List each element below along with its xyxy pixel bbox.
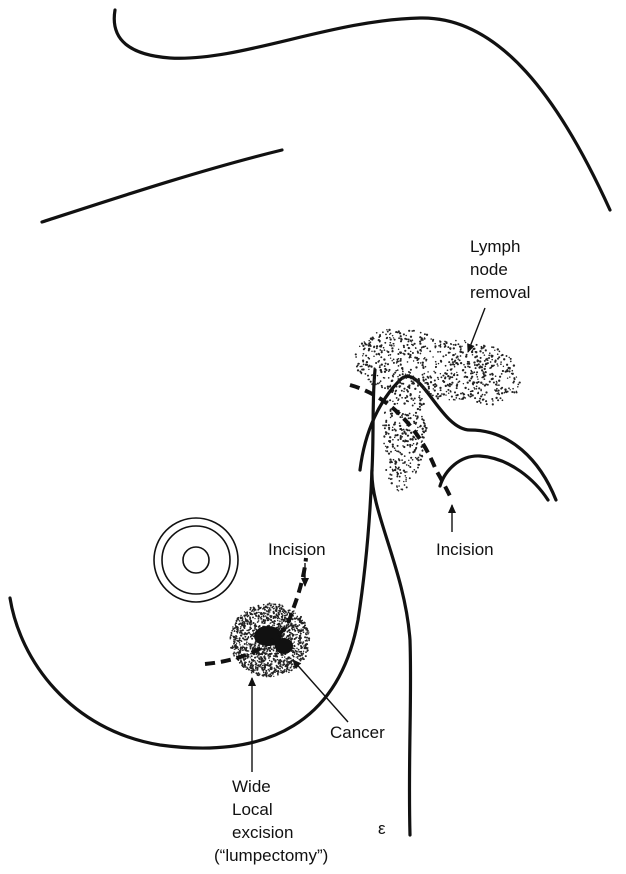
- nipple: [183, 547, 209, 573]
- label-lymph-line-3: removal: [470, 283, 530, 302]
- label-cancer: Cancer: [330, 723, 385, 742]
- artist-signature: ε: [378, 819, 386, 838]
- label-excision-line-3: excision: [232, 823, 293, 842]
- cancer-mass-lobe: [275, 638, 293, 654]
- label-lymph-line-2: node: [470, 260, 508, 279]
- label-excision-line-4: (“lumpectomy”): [214, 846, 328, 865]
- cancer-arrow: [293, 660, 348, 722]
- torso-line: [372, 470, 411, 835]
- label-incision-breast: Incision: [268, 540, 326, 559]
- shoulder-contour: [114, 10, 610, 210]
- label-incision-axilla: Incision: [436, 540, 494, 559]
- label-excision-line-1: Wide: [232, 777, 271, 796]
- label-lymph-line-1: Lymph: [470, 237, 520, 256]
- label-excision-line-2: Local: [232, 800, 273, 819]
- arm-inner-line: [440, 456, 548, 500]
- areola-inner: [162, 526, 230, 594]
- label-wide-local-excision: Wide Local excision (“lumpectomy”): [214, 777, 328, 865]
- collarbone-contour: [42, 150, 282, 222]
- areola-outer: [154, 518, 238, 602]
- label-lymph-node-removal: Lymph node removal: [470, 237, 530, 302]
